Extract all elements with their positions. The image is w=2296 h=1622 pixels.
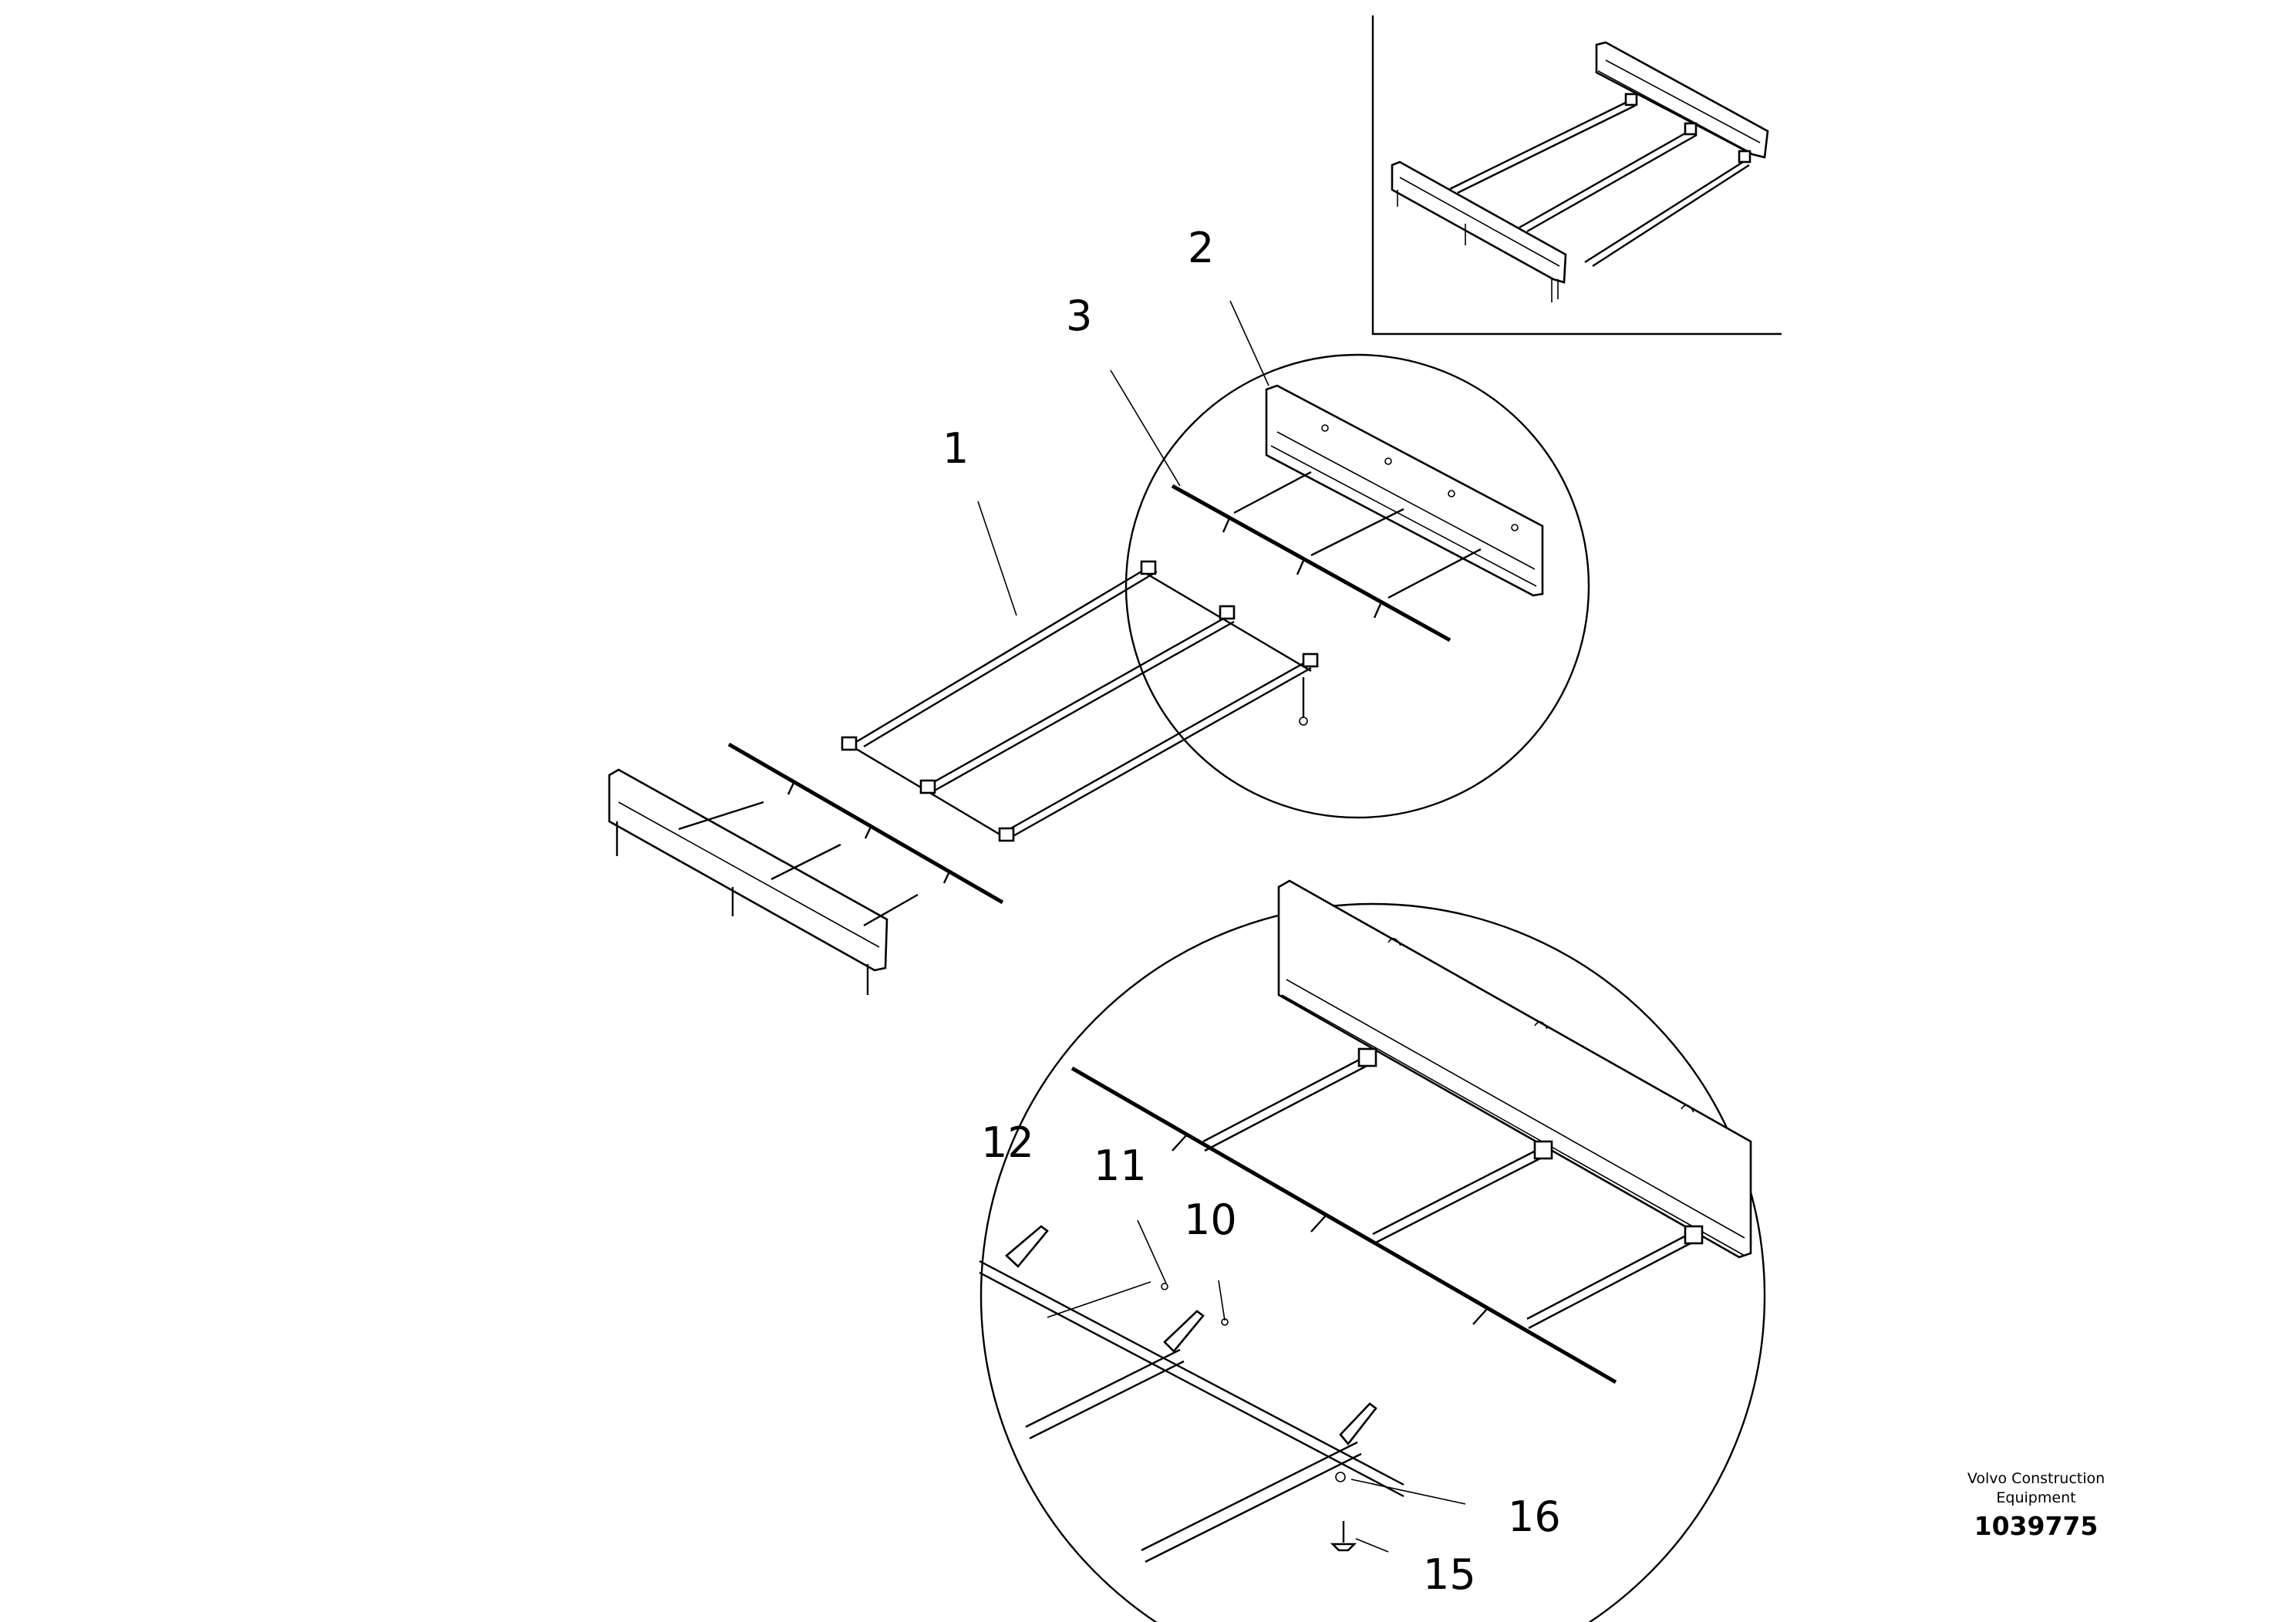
rear-plate xyxy=(1265,384,1544,597)
main-assembly xyxy=(608,353,1590,995)
callout-12: 12 xyxy=(981,1118,1034,1167)
front-rail xyxy=(727,742,1004,905)
detail-circle-small xyxy=(1124,353,1590,819)
callout-1: 1 xyxy=(942,424,969,473)
callout-2: 2 xyxy=(1188,224,1214,272)
footer-branding: Volvo Construction Equipment 1039775 xyxy=(1905,1469,2167,1541)
rail-with-pins xyxy=(1171,484,1451,642)
maker-line-2: Equipment xyxy=(1996,1489,2076,1506)
document-number: 1039775 xyxy=(1974,1511,2099,1541)
detail-enlarged xyxy=(979,879,1766,1622)
callout-10: 10 xyxy=(1184,1195,1237,1244)
maker-line-1: Volvo Construction xyxy=(1967,1470,2106,1487)
callout-labels: 1 2 3 10 11 12 15 16 xyxy=(942,224,1561,1599)
overview-inset xyxy=(1371,15,1782,336)
callout-3: 3 xyxy=(1066,292,1092,340)
callout-11: 11 xyxy=(1094,1141,1147,1190)
front-plate xyxy=(608,768,919,995)
callout-15: 15 xyxy=(1423,1550,1476,1599)
callout-16: 16 xyxy=(1508,1492,1561,1541)
leader-lines xyxy=(977,300,1466,1553)
frame xyxy=(841,560,1319,842)
